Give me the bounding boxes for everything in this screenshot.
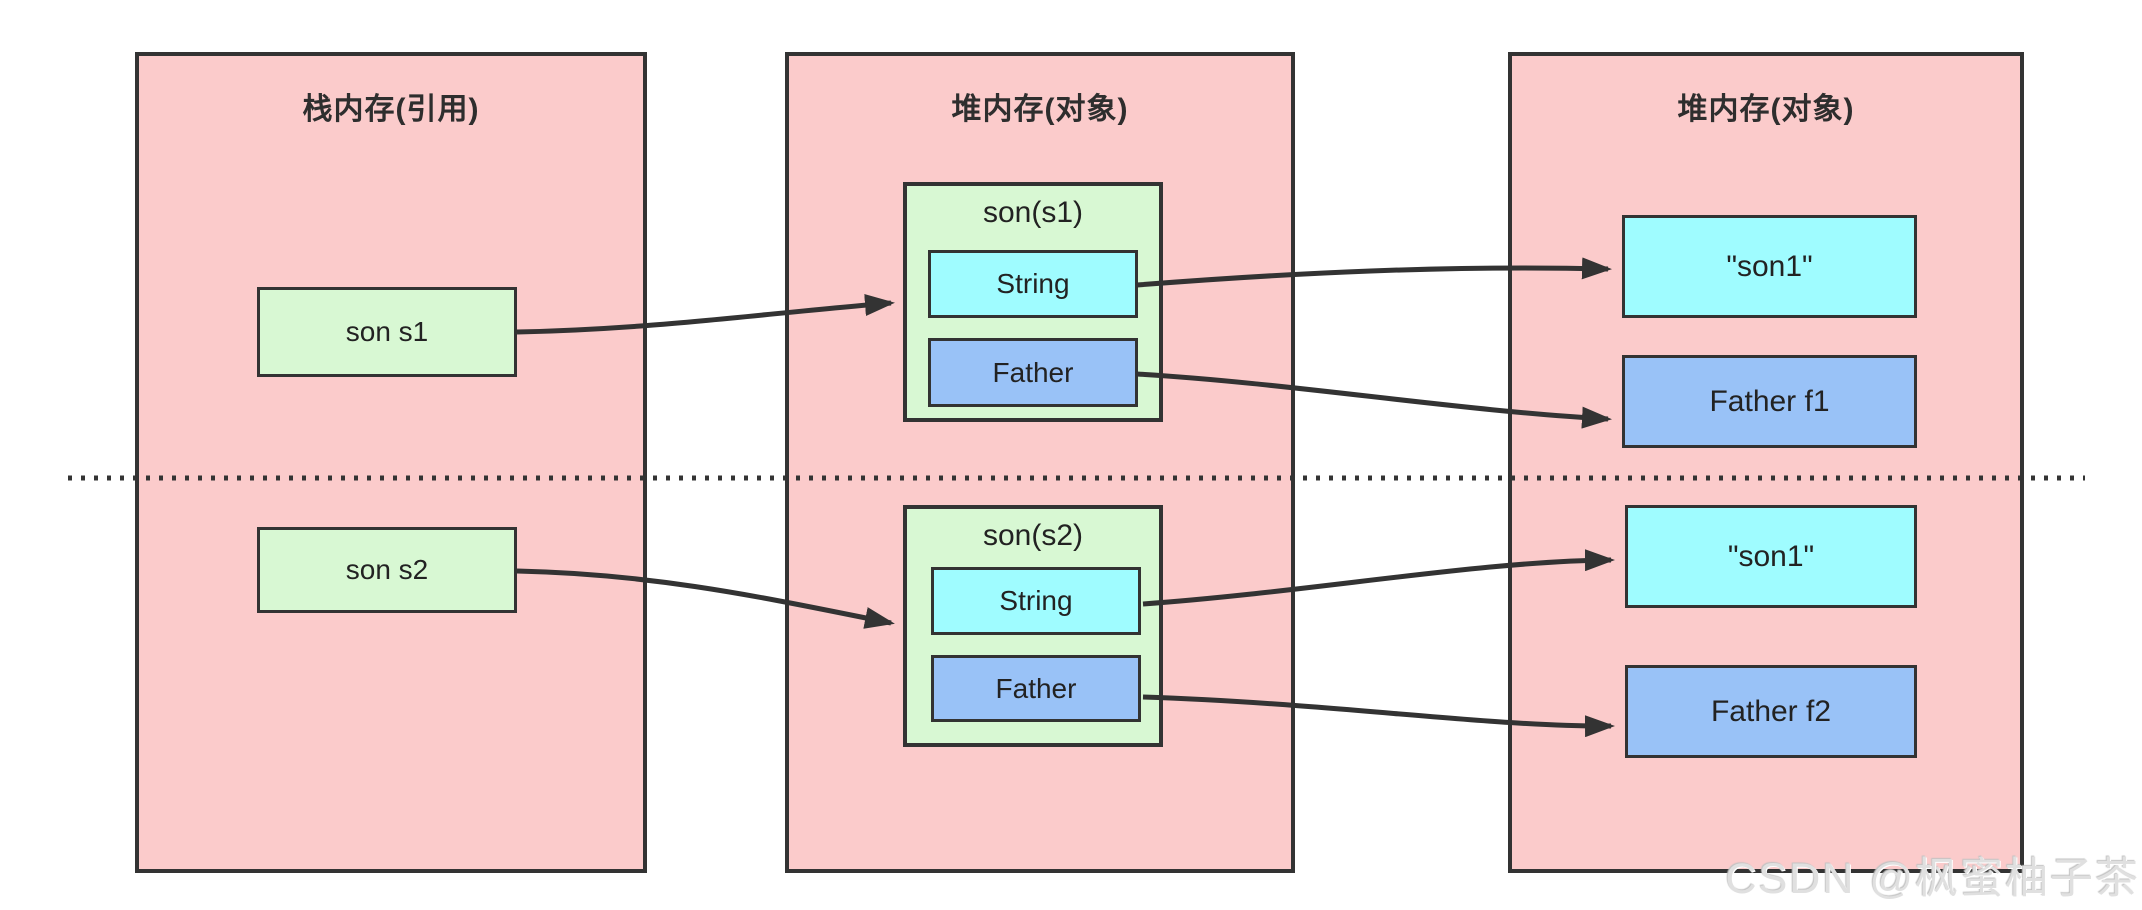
heap-value-father-f2: Father f2 bbox=[1625, 665, 1917, 758]
object-son-s1-field-string: String bbox=[928, 250, 1138, 318]
object-son-s2-field-string: String bbox=[931, 567, 1141, 635]
panel-heap1-title: 堆内存(对象) bbox=[951, 93, 1129, 126]
object-son-s2-title: son(s2) bbox=[982, 519, 1084, 552]
object-son-s1-title: son(s1) bbox=[982, 196, 1084, 229]
object-son-s2-field-father: Father bbox=[931, 655, 1141, 722]
heap-value-father-f1: Father f1 bbox=[1622, 355, 1917, 448]
csdn-watermark: CSDN @枫蜜柚子茶 bbox=[1725, 855, 2140, 903]
panel-stack-memory: 栈内存(引用) bbox=[135, 52, 647, 873]
panel-heap-memory-objects: 堆内存(对象) bbox=[785, 52, 1295, 873]
panel-stack-title: 栈内存(引用) bbox=[302, 93, 480, 126]
stack-ref-son-s2: son s2 bbox=[257, 527, 517, 613]
object-son-s1-field-father: Father bbox=[928, 338, 1138, 407]
heap-value-string-son1-upper: "son1" bbox=[1622, 215, 1917, 318]
object-son-s2: son(s2) String Father bbox=[903, 505, 1163, 747]
panel-heap2-title: 堆内存(对象) bbox=[1677, 93, 1855, 126]
object-son-s1: son(s1) String Father bbox=[903, 182, 1163, 422]
heap-value-string-son1-lower: "son1" bbox=[1625, 505, 1917, 608]
stack-ref-son-s1: son s1 bbox=[257, 287, 517, 377]
